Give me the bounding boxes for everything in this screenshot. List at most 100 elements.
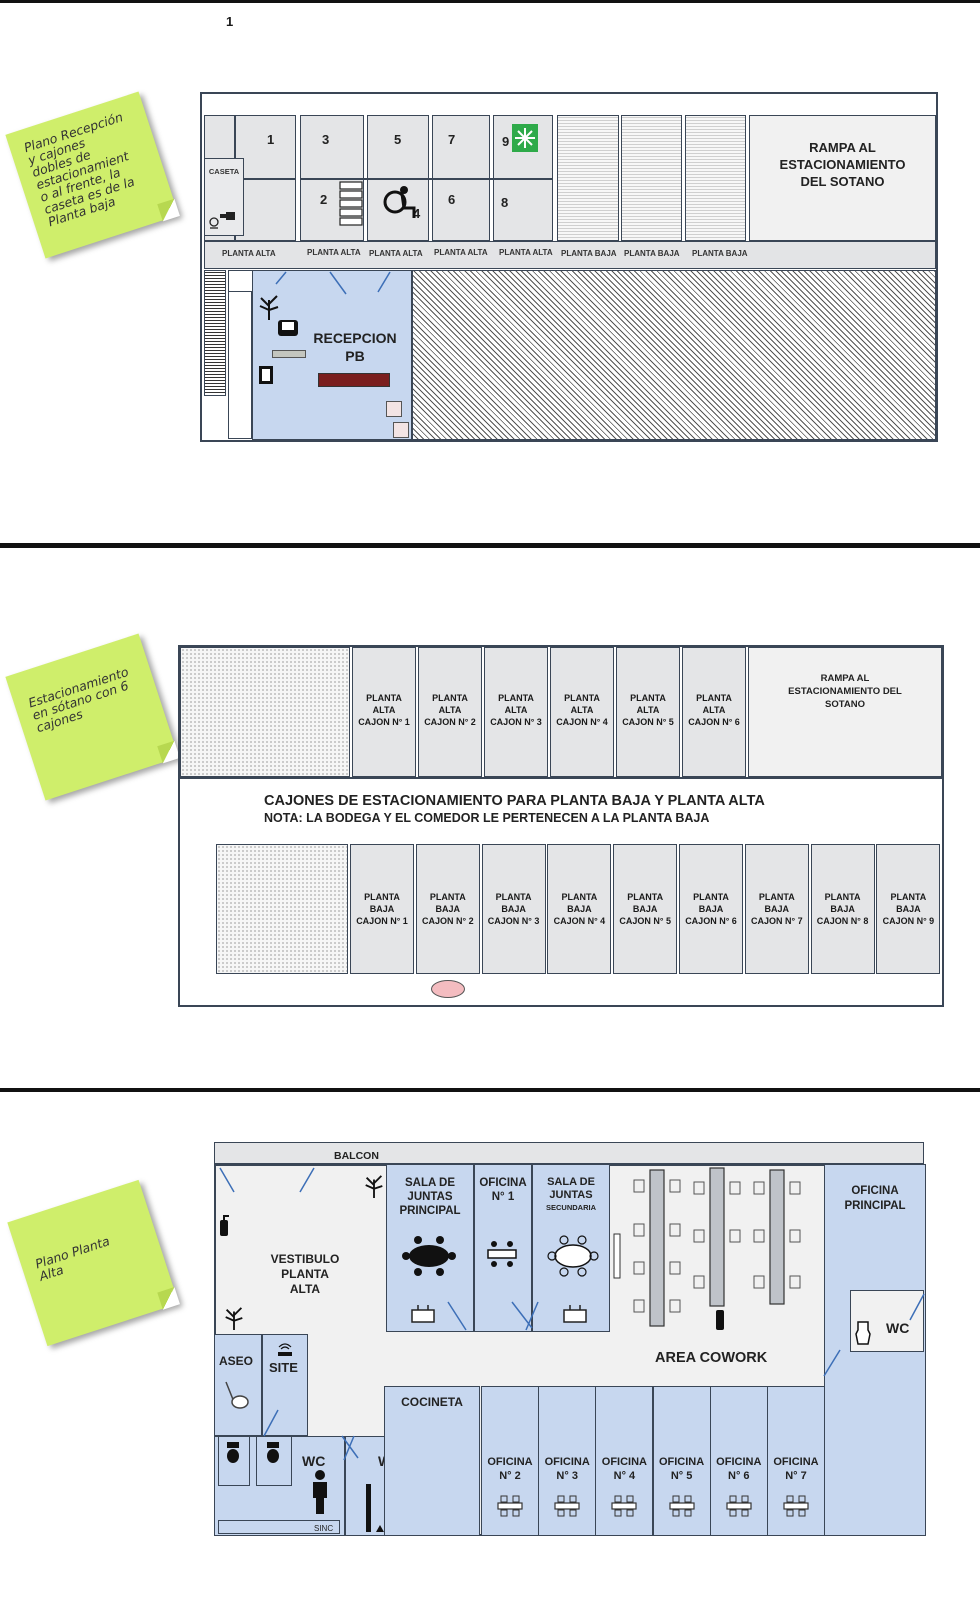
spot-column-7 (621, 115, 682, 241)
parking-slot-alta-5: PLANTA ALTA CAJON N° 5 (616, 647, 680, 777)
desk-chairs-icon (497, 1495, 523, 1517)
conference-table-icon (547, 1235, 599, 1277)
basement-heading: CAJONES DE ESTACIONAMIENTO PARA PLANTA B… (264, 793, 765, 809)
desk-chairs-icon (611, 1495, 637, 1517)
parking-slot-baja-7: PLANTA BAJA CAJON N° 7 (744, 844, 809, 974)
exit-sign-icon (512, 124, 538, 152)
spot-number-1: 1 (267, 132, 275, 147)
toilet-icon (227, 1442, 239, 1463)
armchair-icon (278, 320, 298, 336)
parking-slot-label: PLANTA BAJA CAJON N° 2 (421, 892, 474, 926)
spot-divider (300, 178, 553, 180)
wc-left-label: WC (302, 1453, 326, 1469)
parking-slot-baja-5: PLANTA BAJA CAJON N° 5 (613, 844, 678, 974)
oficina-label: OFICINA N° 6 (716, 1456, 762, 1482)
parking-slot-baja-9: PLANTA BAJA CAJON N° 9 (876, 844, 941, 974)
desk-chairs-icon (487, 1241, 517, 1267)
plant-icon (225, 1307, 243, 1330)
parking-slot-alta-3: PLANTA ALTA CAJON N° 3 (484, 647, 548, 777)
spot-number-2: 2 (320, 192, 328, 207)
parking-slot-label: PLANTA BAJA CAJON N° 8 (816, 892, 869, 926)
stairs-block (204, 270, 226, 396)
row-label: PLANTA ALTA (369, 249, 423, 258)
sala-secundaria-sub-label: SECUNDARIA (545, 1203, 596, 1212)
cowork-desks (613, 1167, 801, 1330)
section-divider-2 (0, 1088, 980, 1092)
oficina-label: OFICINA N° 2 (487, 1456, 533, 1482)
wc-principal-label: WC (886, 1320, 910, 1336)
toilet-icon (267, 1442, 279, 1463)
oficina-label: OFICINA N° 4 (601, 1456, 647, 1482)
parking-slot-baja-6: PLANTA BAJA CAJON N° 6 (679, 844, 743, 974)
wheelchair-icon (383, 186, 416, 218)
row-label: PLANTA ALTA (434, 248, 488, 257)
oficina-label: OFICINA N° 7 (773, 1456, 819, 1482)
desk-chairs-icon (554, 1495, 580, 1517)
oficina-5: OFICINA N° 5 (652, 1386, 711, 1536)
parking-slot-baja-8: PLANTA BAJA CAJON N° 8 (810, 844, 875, 974)
fire-extinguisher-icon (220, 1215, 229, 1236)
router-icon (278, 1343, 292, 1356)
side-table (386, 401, 402, 417)
ramp-label: RAMPA AL ESTACIONAMIENTO DEL SOTANO (779, 140, 906, 189)
row-label: PLANTA BAJA (624, 249, 680, 258)
oficina-1 (474, 1164, 532, 1332)
site-room (262, 1334, 308, 1436)
parking-slot-label: PLANTA ALTA CAJON N° 4 (556, 693, 608, 727)
parking-slot-label: PLANTA ALTA CAJON N° 1 (358, 693, 410, 727)
parking-slot-label: PLANTA BAJA CAJON N° 3 (487, 892, 540, 926)
oficina-7: OFICINA N° 7 (767, 1386, 825, 1536)
parking-slot-baja-1: PLANTA BAJA CAJON N° 1 (350, 844, 414, 974)
area-cowork-label: AREA COWORK (655, 1350, 768, 1366)
basement-ramp (748, 647, 942, 777)
toilet-icon (855, 1321, 871, 1345)
aseo-label: ASEO (219, 1354, 254, 1368)
row-label-strip (204, 241, 936, 269)
note-basement: Estacionamiento en sótano con 6 cajones (5, 633, 179, 801)
entry-corridor (228, 291, 252, 439)
side-table (393, 422, 409, 438)
site-label: SITE (269, 1360, 298, 1375)
parking-slot-label: PLANTA ALTA CAJON N° 3 (490, 693, 542, 727)
spot-number-9: 9 (502, 134, 510, 149)
door-swing-lines (275, 271, 391, 295)
plant-icon (259, 295, 279, 320)
door-swing-lines (263, 1409, 359, 1461)
parking-slot-label: PLANTA BAJA CAJON N° 5 (619, 892, 671, 926)
parking-slot-label: PLANTA BAJA CAJON N° 7 (750, 892, 803, 926)
oficina-label: OFICINA N° 3 (544, 1456, 590, 1482)
spot-divider (234, 178, 296, 180)
parking-slot-label: PLANTA ALTA CAJON N° 6 (688, 693, 740, 727)
stairs-icon (339, 181, 363, 226)
balcony (214, 1142, 924, 1164)
urinal-bar (366, 1484, 371, 1532)
oficina-6: OFICINA N° 6 (709, 1386, 768, 1536)
parking-slot-alta-2: PLANTA ALTA CAJON N° 2 (418, 647, 482, 777)
ramp-to-basement (749, 115, 936, 241)
entrance-marker (431, 980, 465, 998)
plant-icon (365, 1175, 383, 1198)
spot-column-8 (685, 115, 746, 241)
spot-number-7: 7 (448, 132, 456, 147)
guard-icon (209, 212, 235, 229)
section-divider-1 (0, 543, 980, 548)
parking-slot-baja-4: PLANTA BAJA CAJON N° 4 (547, 844, 612, 974)
balcony-label: BALCON (334, 1150, 379, 1162)
conference-table-icon (402, 1236, 456, 1276)
basement-note: NOTA: LA BODEGA Y EL COMEDOR LE PERTENEC… (264, 811, 710, 825)
parking-slot-label: PLANTA BAJA CAJON N° 1 (356, 892, 408, 926)
spot-number-5: 5 (394, 132, 402, 147)
chair-icon (259, 366, 273, 384)
oficina-2: OFICINA N° 2 (481, 1386, 539, 1536)
row-label: PLANTA ALTA (307, 248, 361, 257)
door-swing-lines (447, 1301, 539, 1331)
oficina-4: OFICINA N° 4 (595, 1386, 654, 1536)
row-label: PLANTA ALTA (222, 249, 276, 258)
vestibulo-label: VESTIBULO PLANTA ALTA (270, 1252, 340, 1296)
spot-number-3: 3 (322, 132, 330, 147)
parking-slot-label: PLANTA BAJA CAJON N° 4 (553, 892, 606, 926)
basement-storage-bottom (216, 844, 348, 974)
sala-principal-label: SALA DE JUNTAS PRINCIPAL (399, 1177, 461, 1217)
aseo-room (214, 1334, 262, 1436)
basement-storage-top (180, 647, 350, 777)
